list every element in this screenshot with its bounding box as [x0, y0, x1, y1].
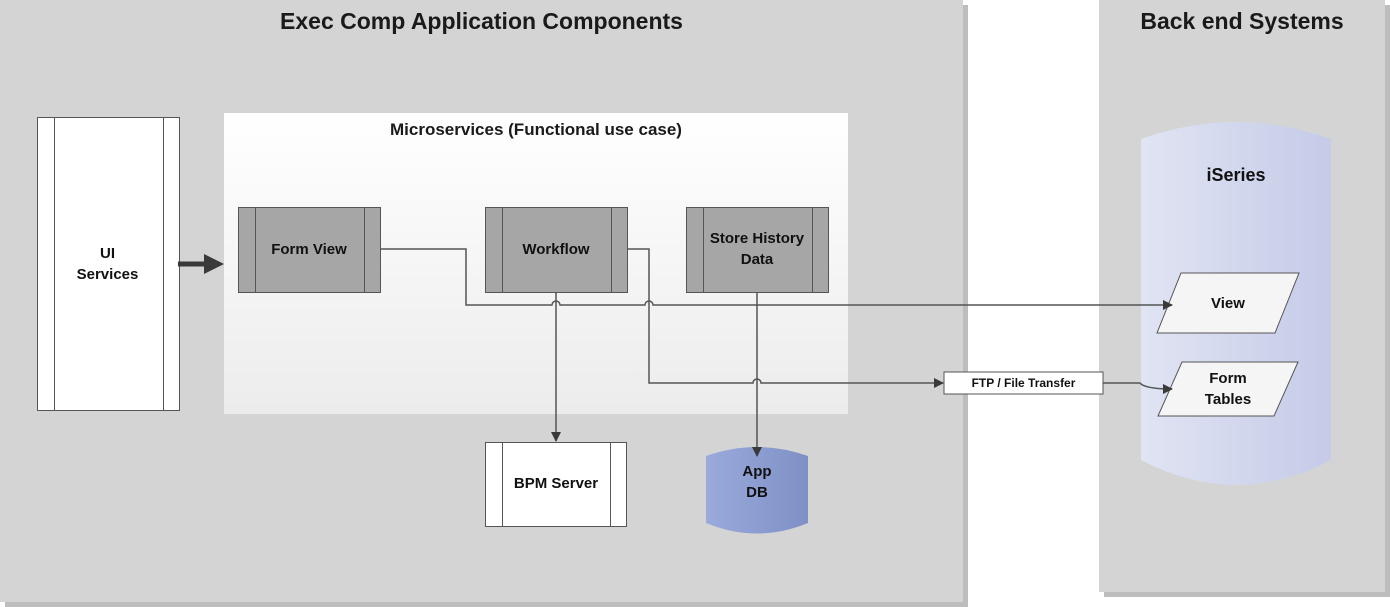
iseries-label: iSeries	[1206, 164, 1266, 185]
exec-comp-title: Exec Comp Application Components	[280, 8, 683, 34]
form-view-label: Form View	[271, 240, 347, 258]
store-history-label: Store History Data	[709, 230, 805, 268]
form-tables-label: Form Tables	[1204, 370, 1252, 408]
ui-services-box	[37, 117, 180, 411]
ftp-label: FTP / File Transfer	[971, 375, 1076, 390]
view-label: View	[1211, 294, 1245, 312]
workflow-label: Workflow	[522, 240, 590, 258]
bpm-server-label: BPM Server	[513, 475, 599, 492]
backend-title: Back end Systems	[1140, 8, 1344, 34]
ftp-to-formtables-connector	[1103, 382, 1173, 394]
microservices-title: Microservices (Functional use case)	[390, 120, 682, 139]
store-history-box	[686, 207, 829, 293]
app-db-label: App DB	[742, 463, 772, 501]
form-view-box	[238, 207, 381, 293]
formview-to-view-connector	[381, 248, 1173, 310]
workflow-box	[485, 207, 628, 293]
ui-services-label: UI Services	[76, 245, 139, 283]
form-tables-shape	[1157, 361, 1299, 417]
workflow-to-ftp-connector	[628, 248, 944, 388]
view-shape	[1156, 272, 1300, 334]
bpm-server-box	[485, 442, 627, 527]
app-db-cylinder	[706, 447, 808, 534]
